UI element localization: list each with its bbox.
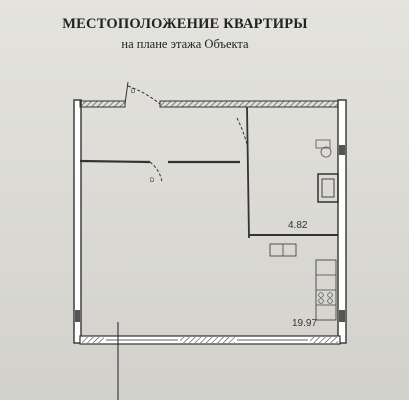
document-title: МЕСТОПОЛОЖЕНИЕ КВАРТИРЫ <box>62 16 308 32</box>
right-wall <box>337 99 347 344</box>
document-subtitle: на плане этажа Объекта <box>121 37 249 51</box>
partition-wall: D <box>79 159 240 184</box>
kitchen-units <box>269 243 337 321</box>
bathroom: 4.82 <box>236 106 339 239</box>
main-room-area-label: 19.97 <box>292 318 317 329</box>
svg-text:D: D <box>131 89 136 95</box>
bathroom-area-label: 4.82 <box>288 220 308 231</box>
svg-text:D: D <box>150 178 155 184</box>
left-wall <box>73 99 82 344</box>
bottom-wall <box>79 335 341 345</box>
entry-door: D <box>124 81 161 105</box>
top-wall <box>79 100 346 108</box>
